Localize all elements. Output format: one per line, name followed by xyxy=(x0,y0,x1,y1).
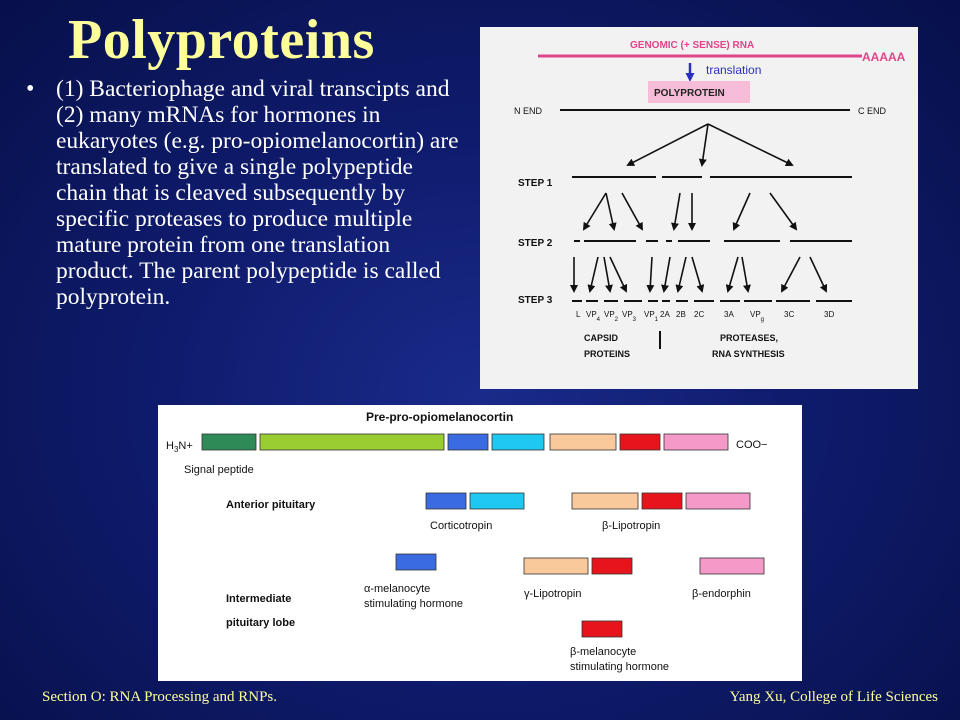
label-vp4: VP4 xyxy=(586,310,601,323)
step3-label: STEP 3 xyxy=(518,295,553,306)
segment-gamma-lph xyxy=(549,433,617,451)
bullet-dot-icon: • xyxy=(26,76,35,102)
corticotropin-blue xyxy=(425,492,467,510)
gamma-lipotropin-peach xyxy=(523,557,589,575)
intermediate-label-line2: pituitary lobe xyxy=(226,617,295,629)
gamma-lipotropin-red xyxy=(591,557,633,575)
label-3c: 3C xyxy=(784,310,794,319)
alpha-msh-label-line1: α-melanocyte xyxy=(364,583,430,595)
label-3d: 3D xyxy=(824,310,834,319)
translation-label: translation xyxy=(706,63,761,77)
beta-msh-label-line2: stimulating hormone xyxy=(570,661,669,673)
segment-n-terminal xyxy=(259,433,445,451)
label-vpg: VPg xyxy=(750,310,764,323)
beta-endorphin-box xyxy=(699,557,765,575)
alpha-msh-box xyxy=(395,553,437,571)
pomc-title: Pre-pro-opiomelanocortin xyxy=(366,410,513,424)
label-vp1: VP1 xyxy=(644,310,659,323)
viral-polyprotein-diagram: GENOMIC (+ SENSE) RNA AAAAA translation … xyxy=(514,40,906,359)
footer-section: Section O: RNA Processing and RNPs. xyxy=(42,689,278,705)
gamma-lipotropin-label: γ-Lipotropin xyxy=(524,588,581,600)
label-vp3: VP3 xyxy=(622,310,637,323)
beta-lipotropin-pink xyxy=(685,492,751,510)
footer-author: Yang Xu, College of Life Sciences xyxy=(729,689,938,705)
signal-peptide-label: Signal peptide xyxy=(184,464,254,476)
step2-label: STEP 2 xyxy=(518,238,553,249)
genomic-rna-label: GENOMIC (+ SENSE) RNA xyxy=(630,40,754,51)
intermediate-label-line1: Intermediate xyxy=(226,593,291,605)
label-3a: 3A xyxy=(724,310,734,319)
label-vp2: VP2 xyxy=(604,310,619,323)
corticotropin-label: Corticotropin xyxy=(430,520,492,532)
protease-label-line2: RNA SYNTHESIS xyxy=(712,349,785,359)
capsid-label-line1: CAPSID xyxy=(584,333,619,343)
beta-lipotropin-red xyxy=(641,492,683,510)
polyprotein-label: POLYPROTEIN xyxy=(654,88,725,99)
poly-a-label: AAAAA xyxy=(862,50,906,64)
corticotropin-cyan xyxy=(469,492,525,510)
label-2c: 2C xyxy=(694,310,704,319)
c-end-label: C END xyxy=(858,106,887,116)
viral-polyprotein-figure: GENOMIC (+ SENSE) RNA AAAAA translation … xyxy=(480,27,918,389)
label-2a: 2A xyxy=(660,310,670,319)
capsid-label-line2: PROTEINS xyxy=(584,349,630,359)
beta-msh-label-line1: β-melanocyte xyxy=(570,646,636,658)
pomc-processing-figure: Pre-pro-opiomelanocortin H3N+ COO− Signa… xyxy=(158,405,802,681)
beta-lipotropin-label: β-Lipotropin xyxy=(602,520,660,532)
bullet-text: (1) Bacteriophage and viral transcipts a… xyxy=(56,76,459,310)
label-2b: 2B xyxy=(676,310,686,319)
polyprotein-box xyxy=(648,81,750,103)
segment-beta-msh xyxy=(619,433,661,451)
segment-signal-peptide xyxy=(201,433,257,451)
bullet-paragraph: • (1) Bacteriophage and viral transcipts… xyxy=(18,76,464,310)
slide-title: Polyproteins xyxy=(68,9,375,71)
segment-clip xyxy=(491,433,545,451)
beta-endorphin-label: β-endorphin xyxy=(692,588,751,600)
segment-beta-endorphin xyxy=(663,433,729,451)
n-terminus-label: H3N+ xyxy=(166,440,193,454)
c-terminus-label: COO− xyxy=(736,439,767,451)
label-l: L xyxy=(576,310,581,319)
alpha-msh-label-line2: stimulating hormone xyxy=(364,598,463,610)
beta-lipotropin-peach xyxy=(571,492,639,510)
segment-alpha-msh xyxy=(447,433,489,451)
beta-msh-box xyxy=(581,620,623,638)
n-end-label: N END xyxy=(514,106,543,116)
anterior-pituitary-label: Anterior pituitary xyxy=(226,499,316,511)
protease-label-line1: PROTEASES, xyxy=(720,333,778,343)
step1-label: STEP 1 xyxy=(518,178,553,189)
pomc-processing-diagram: Pre-pro-opiomelanocortin H3N+ COO− Signa… xyxy=(166,410,767,673)
